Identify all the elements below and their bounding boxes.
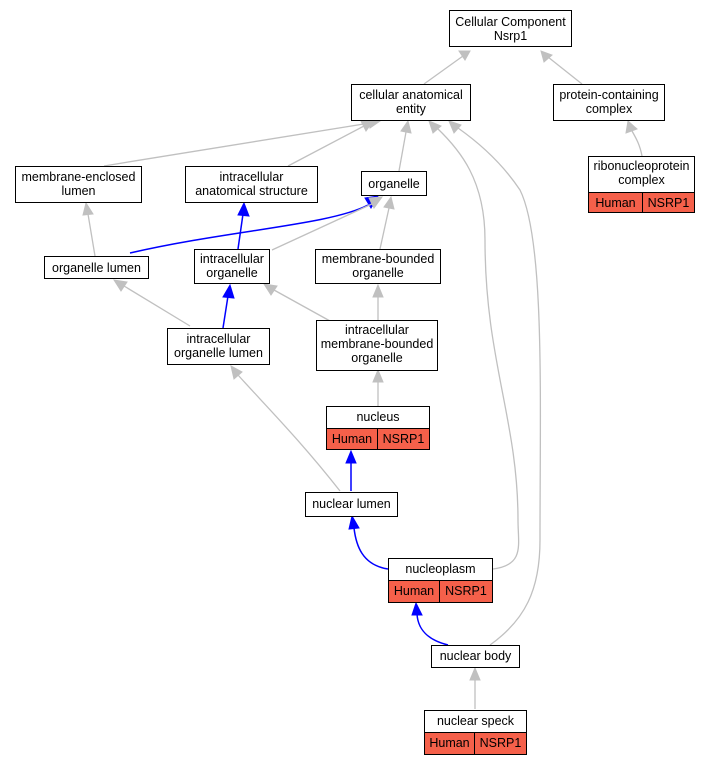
edge-iol-to-ol xyxy=(112,279,191,327)
node-intracellular-organelle[interactable]: intracellular organelle xyxy=(194,249,270,284)
node-cellular-component[interactable]: Cellular Component Nsrp1 xyxy=(449,10,572,47)
node-nuclear-speck[interactable]: nuclear speck Human NSRP1 xyxy=(424,710,527,755)
node-label-line: organelle xyxy=(368,177,419,191)
node-nuclear-body[interactable]: nuclear body xyxy=(431,645,520,668)
node-label-line: nuclear body xyxy=(440,649,512,663)
annotation-gene: NSRP1 xyxy=(648,196,690,210)
edge-nb-to-np xyxy=(411,601,449,646)
edge-pcc-to-cc xyxy=(540,50,583,85)
node-ribonucleoprotein-complex[interactable]: ribonucleoprotein complex Human NSRP1 xyxy=(588,156,695,213)
annotation-species: Human xyxy=(332,432,372,446)
edge-imbo-to-mbo xyxy=(372,283,384,320)
node-label-line: intracellular xyxy=(345,323,409,337)
node-intracellular-membrane-bounded-organelle[interactable]: intracellular membrane-bounded organelle xyxy=(316,320,438,371)
node-intracellular-organelle-lumen[interactable]: intracellular organelle lumen xyxy=(167,328,270,365)
node-label-line: protein-containing xyxy=(559,88,658,102)
edge-nuc-to-imbo xyxy=(372,368,384,406)
node-label-line: intracellular xyxy=(187,332,251,346)
edge-org-to-cae xyxy=(398,119,412,172)
edge-io-to-org xyxy=(271,196,384,251)
node-nucleus[interactable]: nucleus Human NSRP1 xyxy=(326,406,430,450)
edge-nb-to-cae xyxy=(448,120,542,646)
edge-np-to-nl xyxy=(348,514,389,570)
edge-nl-to-nuc xyxy=(345,449,357,491)
annotation-species: Human xyxy=(595,196,635,210)
node-label-line: membrane-enclosed xyxy=(22,170,136,184)
node-label-line: complex xyxy=(586,102,633,116)
annotation-species: Human xyxy=(429,736,469,750)
node-membrane-bounded-organelle[interactable]: membrane-bounded organelle xyxy=(315,249,441,284)
node-label-line: ribonucleoprotein xyxy=(594,159,690,173)
annotation-gene: NSRP1 xyxy=(383,432,425,446)
node-label-line: organelle lumen xyxy=(174,346,263,360)
edge-mbo-to-org xyxy=(379,195,395,250)
node-membrane-enclosed-lumen[interactable]: membrane-enclosed lumen xyxy=(15,166,142,203)
node-label-line: anatomical structure xyxy=(195,184,308,198)
edge-ol-to-org xyxy=(129,195,379,254)
annotation-gene: NSRP1 xyxy=(480,736,522,750)
node-organelle-lumen[interactable]: organelle lumen xyxy=(44,256,149,279)
node-label-line: intracellular xyxy=(200,252,264,266)
node-label-line: organelle xyxy=(351,351,402,365)
edge-ns-to-nb xyxy=(469,666,481,709)
node-label-line: membrane-bounded xyxy=(321,337,434,351)
node-label-line: cellular anatomical xyxy=(359,88,463,102)
node-label-line: entity xyxy=(396,102,427,116)
node-label-line: membrane-bounded xyxy=(322,252,435,266)
edge-io-to-ias xyxy=(237,201,250,250)
node-label-line: nucleus xyxy=(356,410,399,424)
node-label-line: nucleoplasm xyxy=(405,562,475,576)
node-label-line: organelle xyxy=(206,266,257,280)
node-label-line: nuclear speck xyxy=(437,714,515,728)
edge-ias-to-cae xyxy=(287,120,374,167)
edge-iol-to-io xyxy=(222,283,235,329)
node-cellular-anatomical-entity[interactable]: cellular anatomical entity xyxy=(351,84,471,121)
edge-ol-to-mel xyxy=(82,201,96,257)
annotation-gene: NSRP1 xyxy=(445,584,487,598)
node-label-line: Cellular Component xyxy=(455,15,566,29)
edge-mel-to-cae xyxy=(103,116,382,167)
annotation-species: Human xyxy=(394,584,434,598)
node-intracellular-anatomical-structure[interactable]: intracellular anatomical structure xyxy=(185,166,318,203)
node-nuclear-lumen[interactable]: nuclear lumen xyxy=(305,492,398,517)
node-label-line: lumen xyxy=(61,184,95,198)
node-label-line: Nsrp1 xyxy=(494,29,527,43)
node-organelle[interactable]: organelle xyxy=(361,171,427,196)
edge-cae-to-cc xyxy=(423,50,471,85)
edge-np-to-cae xyxy=(428,120,520,570)
node-protein-containing-complex[interactable]: protein-containing complex xyxy=(553,84,665,121)
node-nucleoplasm[interactable]: nucleoplasm Human NSRP1 xyxy=(388,558,493,603)
node-label-line: organelle lumen xyxy=(52,261,141,275)
edge-nl-to-iol xyxy=(230,365,341,492)
node-label-line: complex xyxy=(618,173,665,187)
node-label-line: nuclear lumen xyxy=(312,497,391,511)
edge-rnp-to-pcc xyxy=(625,120,643,157)
node-label-line: intracellular xyxy=(220,170,284,184)
node-label-line: organelle xyxy=(352,266,403,280)
edge-imbo-to-io xyxy=(262,283,331,322)
